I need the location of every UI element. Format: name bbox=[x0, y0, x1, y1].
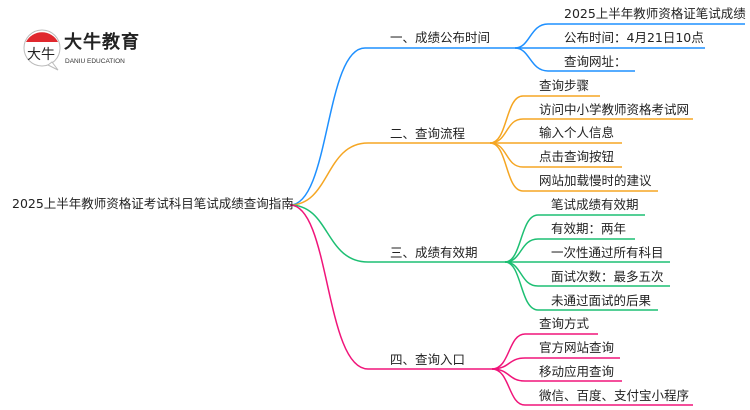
branch-1-child[interactable]: 查询网址： bbox=[564, 54, 627, 69]
branch-3-child[interactable]: 有效期：两年 bbox=[551, 221, 627, 236]
branch-2-child[interactable]: 点击查询按钮 bbox=[539, 149, 615, 164]
branch-2-child[interactable]: 访问中小学教师资格考试网 bbox=[539, 102, 690, 117]
branch-2-label[interactable]: 二、查询流程 bbox=[390, 126, 466, 141]
branch-3-child[interactable]: 面试次数：最多五次 bbox=[551, 269, 664, 284]
branch-3-child[interactable]: 笔试成绩有效期 bbox=[551, 197, 639, 212]
branch-2-child[interactable]: 网站加载慢时的建议 bbox=[539, 173, 652, 188]
branch-4-child[interactable]: 查询方式 bbox=[539, 316, 590, 331]
branch-1-child[interactable]: 2025上半年教师资格证笔试成绩 bbox=[564, 6, 746, 21]
branch-2-child[interactable]: 查询步骤 bbox=[539, 78, 590, 93]
branch-4-child[interactable]: 移动应用查询 bbox=[539, 364, 615, 379]
branch-1-child[interactable]: 公布时间：4月21日10点 bbox=[564, 30, 704, 45]
logo-mark-icon bbox=[23, 29, 61, 71]
connector-branch-3 bbox=[289, 204, 505, 263]
logo-mark-text: 大牛 bbox=[27, 47, 55, 63]
connector-branch-1 bbox=[289, 47, 515, 206]
branch-2-child[interactable]: 输入个人信息 bbox=[539, 125, 615, 140]
branch-1-label[interactable]: 一、成绩公布时间 bbox=[390, 30, 491, 45]
branch-3-label[interactable]: 三、成绩有效期 bbox=[390, 245, 478, 260]
branch-4-child[interactable]: 微信、百度、支付宝小程序 bbox=[539, 388, 690, 403]
root-topic[interactable]: 2025上半年教师资格证考试科目笔试成绩查询指南 bbox=[12, 196, 294, 211]
branch-4-child[interactable]: 官方网站查询 bbox=[539, 340, 615, 355]
connector-branch-4 bbox=[289, 204, 492, 370]
connector-branch-2 bbox=[289, 142, 490, 206]
branch-4-label[interactable]: 四、查询入口 bbox=[390, 352, 466, 367]
branch-3-child[interactable]: 一次性通过所有科目 bbox=[551, 245, 664, 260]
branch-3-child[interactable]: 未通过面试的后果 bbox=[551, 293, 652, 308]
logo-subtitle: DANIU EDUCATION bbox=[65, 58, 125, 65]
logo-name: 大牛教育 bbox=[64, 32, 140, 53]
